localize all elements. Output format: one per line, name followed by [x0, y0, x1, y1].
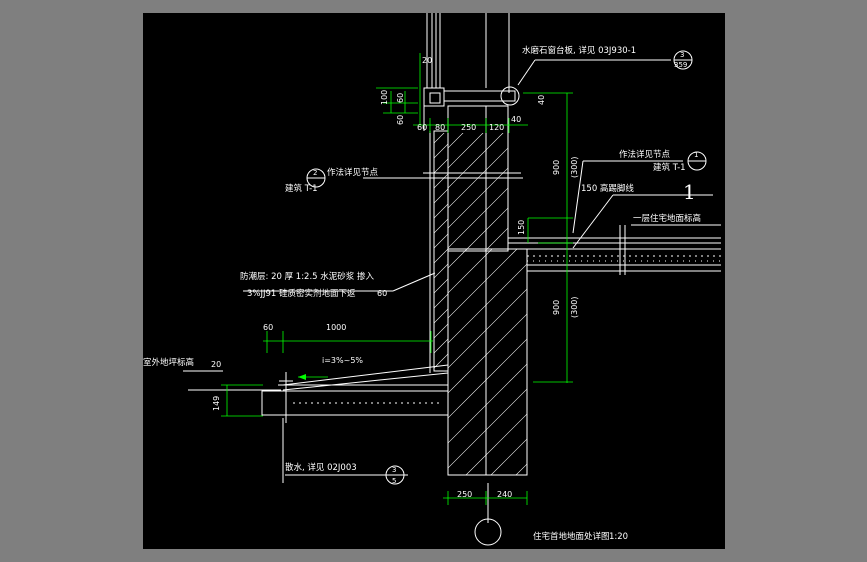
- section-drawing: 水磨石窗台板, 详见 03J930-1 3 359 作法详见节点 1 建筑 T-…: [143, 13, 721, 546]
- sill-ref-bottom: 359: [674, 61, 687, 69]
- dimension-texts: 20 100 60 60 60 80 250 120 40 40 900 (30…: [211, 56, 579, 499]
- apron-note: 散水, 详见 02J003: [285, 462, 357, 473]
- sill-ref-top: 3: [680, 51, 684, 59]
- exterior-apron: [188, 364, 449, 483]
- dim-1000: 1000: [326, 323, 346, 332]
- dim-900-a: 900: [552, 160, 561, 175]
- detail-left-note: 作法详见节点: [327, 167, 379, 178]
- outdoor-level-note: 室外地坪标高: [143, 357, 194, 368]
- cad-viewport: 水磨石窗台板, 详见 03J930-1 3 359 作法详见节点 1 建筑 T-…: [143, 13, 725, 549]
- sill-note: 水磨石窗台板, 详见 03J930-1: [522, 45, 636, 56]
- detail-left-ref: 2: [313, 169, 317, 177]
- dim-900-b: 900: [552, 300, 561, 315]
- detail-right-note: 作法详见节点: [619, 149, 671, 160]
- slope-note: i=3%~5%: [322, 356, 363, 365]
- window-frame: [426, 13, 510, 93]
- dim-40-a: 40: [537, 95, 546, 105]
- interior-floor: [507, 218, 721, 275]
- dim-250-top: 250: [461, 123, 476, 132]
- dim-20-outdoor: 20: [211, 360, 221, 369]
- dim-60-c: 60: [417, 123, 427, 132]
- wall-upper: [447, 105, 509, 252]
- dim-100: 100: [380, 90, 389, 105]
- dim-240: 240: [497, 490, 512, 499]
- dim-80: 80: [435, 123, 445, 132]
- dim-300-a: (300): [570, 156, 579, 178]
- dim-300-b: (300): [570, 296, 579, 318]
- detail-right-ref: 1: [694, 151, 698, 159]
- dim-250-bottom: 250: [457, 490, 472, 499]
- window-sill: [423, 86, 520, 131]
- dpc-note-1: 防潮层: 20 厚 1:2.5 水泥砂浆 掺入: [240, 271, 374, 282]
- dpc-note-2: 3%JJ91 硅质密实剂地面下返: [247, 288, 356, 299]
- detail-left-sub: 建筑 T-1: [285, 183, 318, 194]
- wall-foundation: [447, 248, 528, 523]
- dim-60-a: 60: [396, 93, 405, 103]
- dpc-dim: 60: [377, 289, 387, 298]
- baseboard-note: 150 高踢脚线: [581, 183, 634, 194]
- dim-150: 150: [517, 220, 526, 235]
- apron-ref-bottom: 5: [392, 477, 396, 485]
- dim-149: 149: [212, 396, 221, 411]
- dim-40-b: 40: [511, 115, 521, 124]
- drawing-scale: 1:20: [609, 532, 628, 542]
- dim-60-left: 60: [263, 323, 273, 332]
- dim-20-top: 20: [422, 56, 432, 65]
- dimension-lines: [221, 53, 573, 505]
- dim-120: 120: [489, 123, 504, 132]
- apron-ref-top: 3: [392, 466, 396, 474]
- annotation-texts: 水磨石窗台板, 详见 03J930-1 3 359 作法详见节点 1 建筑 T-…: [143, 45, 701, 542]
- large-detail-number: 1: [683, 180, 696, 204]
- floor-level-note: 一层住宅地面标高: [633, 213, 701, 224]
- detail-right-sub: 建筑 T-1: [653, 162, 686, 173]
- insulation-layer: [429, 130, 449, 373]
- dim-60-b: 60: [396, 115, 405, 125]
- drawing-title: 住宅首地地面处详图: [533, 531, 610, 542]
- reference-bubbles: [306, 50, 707, 546]
- leader-lines: [183, 59, 721, 476]
